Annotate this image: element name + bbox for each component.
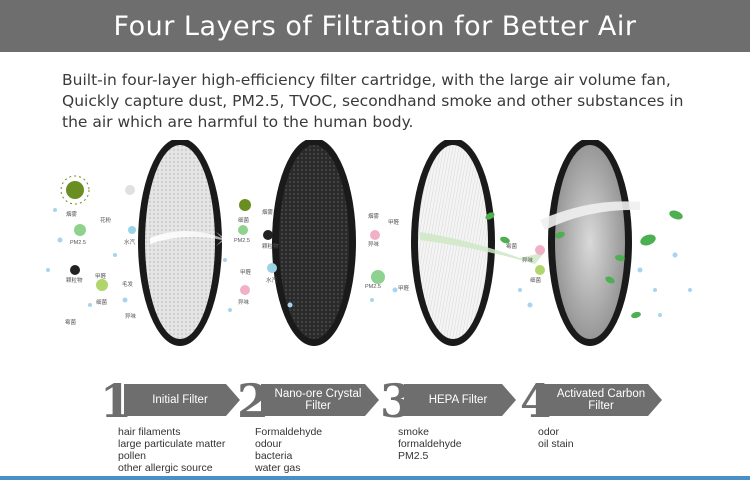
- filter-illustration: 烟雾 花粉 PM2.5 水汽 颗粒物 甲醛 毛发 霉菌 异味 细菌 细菌 烟雾 …: [0, 140, 750, 360]
- list-item: other allergic source: [118, 462, 213, 474]
- filter-activated-carbon: [548, 140, 632, 346]
- page-title: Four Layers of Filtration for Better Air: [113, 10, 637, 42]
- intro-text: Built-in four-layer high-efficiency filt…: [62, 71, 684, 131]
- pollutant-label: 颗粒物: [66, 278, 83, 284]
- virus-icon: [66, 181, 84, 199]
- pollutant-label: 烟雾: [368, 214, 380, 220]
- pollutant-label: 霉菌: [65, 320, 77, 326]
- step-label-arrow: HEPA Filter: [404, 384, 516, 416]
- pollutant-label: 烟雾: [262, 210, 274, 216]
- pollutant-label: 细菌: [238, 218, 250, 224]
- pollutant-label: PM2.5: [70, 240, 86, 246]
- air-flow-arrows: [150, 201, 640, 264]
- step-label: Activated Carbon Filter: [556, 388, 646, 412]
- step-label: HEPA Filter: [428, 394, 488, 406]
- pollutant-label: PM2.5: [234, 238, 250, 244]
- pollutant-label: 甲醛: [398, 286, 410, 292]
- leaves: [485, 210, 683, 319]
- list-item: Formaldehyde: [255, 426, 323, 438]
- pollutant-label: 甲醛: [388, 220, 400, 226]
- list-item: formaldehyde: [398, 438, 462, 450]
- pollutant-label: PM2.5: [365, 284, 381, 290]
- bottom-rule: [0, 476, 750, 480]
- list-item: water gas: [255, 462, 301, 474]
- pollutant-label: 异味: [522, 258, 534, 264]
- pollutant-label: 花粉: [100, 218, 112, 224]
- list-item: smoke: [398, 426, 429, 438]
- pollutant-label: 颗粒物: [262, 244, 279, 250]
- step-items: smoke formaldehyde PM2.5: [398, 426, 462, 462]
- pollutant-icons: [60, 175, 545, 295]
- pollutant-label: 水汽: [266, 278, 278, 284]
- step-label-arrow: Nano-ore Crystal Filter: [261, 384, 379, 416]
- step-label: Nano-ore Crystal Filter: [274, 388, 362, 412]
- list-item: PM2.5: [398, 450, 429, 462]
- bubbles: [46, 208, 692, 317]
- list-item: pollen: [118, 450, 147, 462]
- list-item: large particulate matter: [118, 438, 226, 450]
- pollutant-label: 水汽: [124, 240, 136, 246]
- pollutant-label: 烟雾: [66, 212, 78, 218]
- list-item: odor: [538, 426, 560, 438]
- filter-nano-ore: [272, 140, 356, 346]
- pollutant-label: 毛发: [122, 282, 134, 288]
- pollutant-label: 异味: [238, 300, 250, 306]
- list-item: bacteria: [255, 450, 293, 462]
- pollutant-label: 细菌: [530, 278, 542, 284]
- pollutant-label: 异味: [125, 314, 137, 320]
- pollutant-label: 甲醛: [95, 274, 107, 280]
- pollutant-label: 异味: [368, 242, 380, 248]
- pollutant-label: 霉菌: [506, 244, 518, 250]
- step-items: hair filaments large particulate matter …: [118, 426, 225, 474]
- pollutant-label: 细菌: [96, 300, 108, 306]
- title-banner: Four Layers of Filtration for Better Air: [0, 0, 750, 52]
- step-label-arrow: Initial Filter: [124, 384, 240, 416]
- list-item: hair filaments: [118, 426, 181, 438]
- list-item: odour: [255, 438, 282, 450]
- pollutant-label: 甲醛: [240, 270, 252, 276]
- filter-initial: [138, 140, 222, 346]
- filter-layers-graphic: [46, 140, 692, 346]
- step-items: Formaldehyde odour bacteria water gas: [255, 426, 322, 474]
- list-item: oil stain: [538, 438, 574, 450]
- step-label: Initial Filter: [152, 394, 208, 406]
- step-items: odor oil stain: [538, 426, 574, 450]
- step-label-arrow: Activated Carbon Filter: [544, 384, 662, 416]
